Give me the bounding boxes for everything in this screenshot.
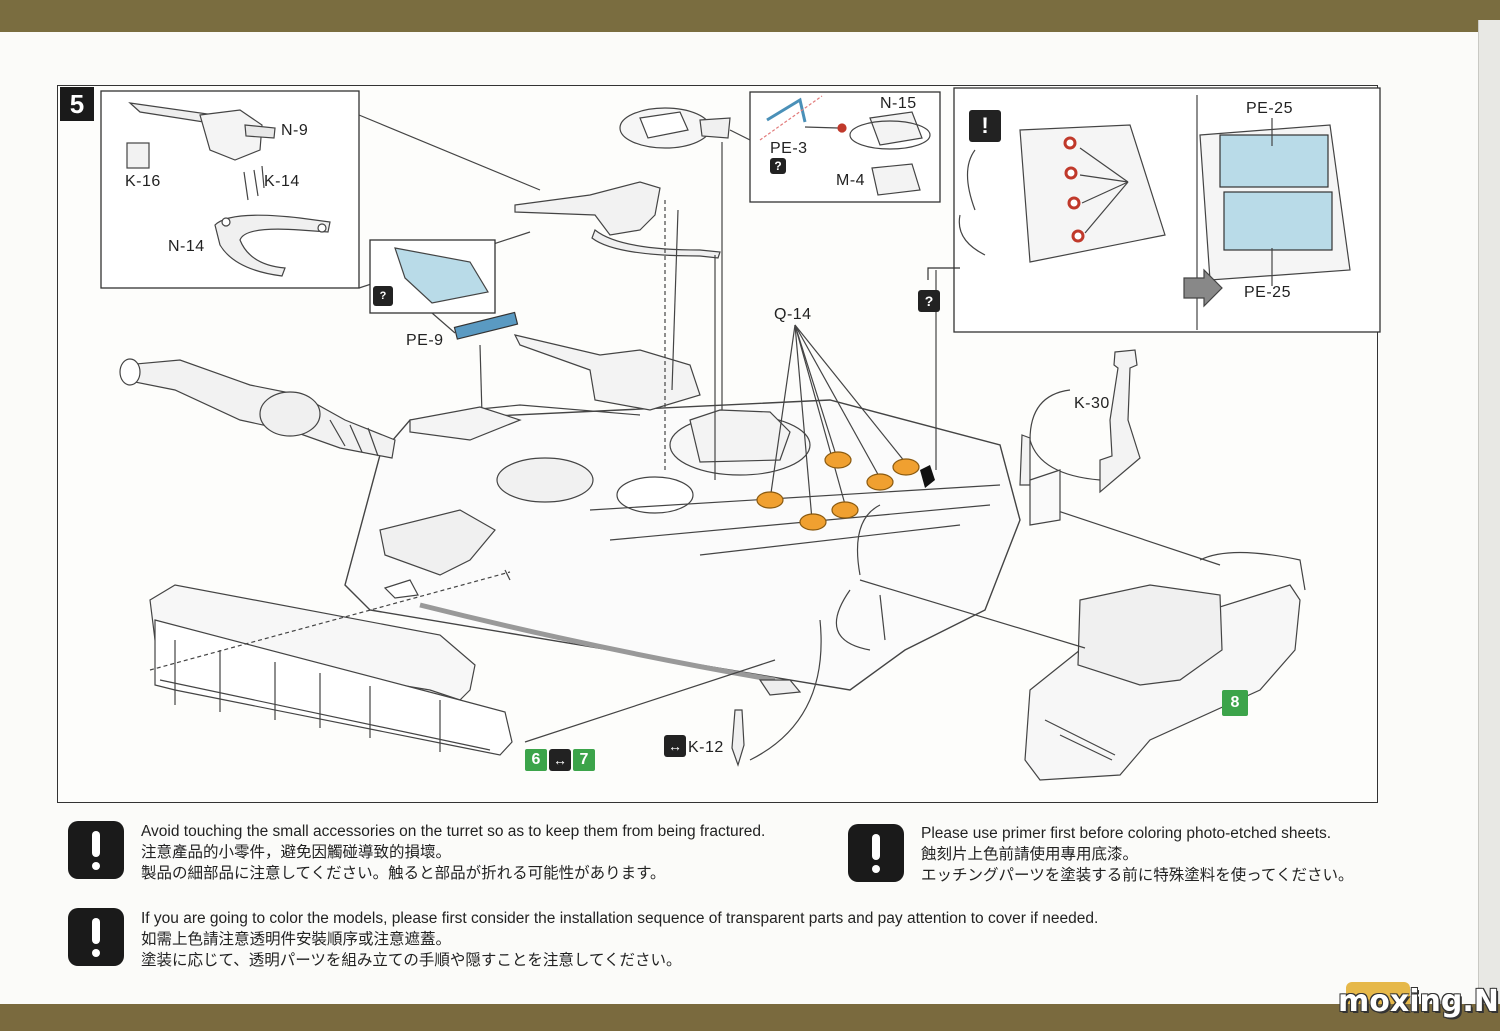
label-pe25-bottom: PE-25 <box>1244 284 1291 301</box>
callout-line <box>358 114 541 191</box>
step-ref-7: 7 <box>573 749 595 771</box>
page-spine-edge <box>1478 20 1500 1031</box>
warning-icon-3 <box>68 908 124 966</box>
watermark: moxing.NET <box>1338 984 1500 1019</box>
note-1: Avoid touching the small accessories on … <box>141 821 765 884</box>
page-header-band <box>0 0 1500 34</box>
note-1-zh: 注意產品的小零件，避免因觸碰導致的損壞。 <box>141 844 452 861</box>
warning-icon-1 <box>68 821 124 879</box>
label-pe3: PE-3 <box>770 140 808 157</box>
swap-arrow-icon: ↔ <box>549 749 571 771</box>
note-1-en: Avoid touching the small accessories on … <box>141 823 766 840</box>
label-q14: Q-14 <box>774 306 812 323</box>
label-k14: K-14 <box>264 173 300 190</box>
exclaim-detail-badge: ! <box>969 110 1001 142</box>
page-number-tab <box>1346 982 1410 1004</box>
step-ref-6: 6 <box>525 749 547 771</box>
note-2: Please use primer first before coloring … <box>921 823 1353 886</box>
note-3-zh: 如需上色請注意透明件安裝順序或注意遮蓋。 <box>141 931 452 948</box>
pe3-question-badge: ? <box>770 158 786 174</box>
note-3-ja: 塗装に応じて、透明パーツを組み立ての手順や隠すことを注意してください。 <box>141 952 682 969</box>
label-pe25-top: PE-25 <box>1246 100 1293 117</box>
step-number: 5 <box>60 87 94 121</box>
note-2-ja: エッチングパーツを塗装する前に特殊塗料を使ってください。 <box>921 867 1354 884</box>
label-n15: N-15 <box>880 95 917 112</box>
note-3-en: If you are going to color the models, pl… <box>141 910 1099 927</box>
question-badge-2: ? <box>373 286 393 306</box>
note-2-en: Please use primer first before coloring … <box>921 825 1332 842</box>
note-1-ja: 製品の細部品に注意してください。触ると部品が折れる可能性があります。 <box>141 865 666 882</box>
question-badge-1: ? <box>918 290 940 312</box>
swap-arrow-icon-k12: ↔ <box>664 735 686 757</box>
label-k30: K-30 <box>1074 395 1110 412</box>
label-n14: N-14 <box>168 238 205 255</box>
label-m4: M-4 <box>836 172 866 189</box>
label-pe9: PE-9 <box>406 332 444 349</box>
label-k16: K-16 <box>125 173 161 190</box>
page-footer-band <box>0 1004 1500 1031</box>
note-2-zh: 蝕刻片上色前請使用專用底漆。 <box>921 846 1139 863</box>
step-ref-8: 8 <box>1222 690 1248 716</box>
note-3: If you are going to color the models, pl… <box>141 908 1098 971</box>
warning-icon-2 <box>848 824 904 882</box>
label-n9: N-9 <box>281 122 309 139</box>
label-k12: K-12 <box>688 739 724 756</box>
